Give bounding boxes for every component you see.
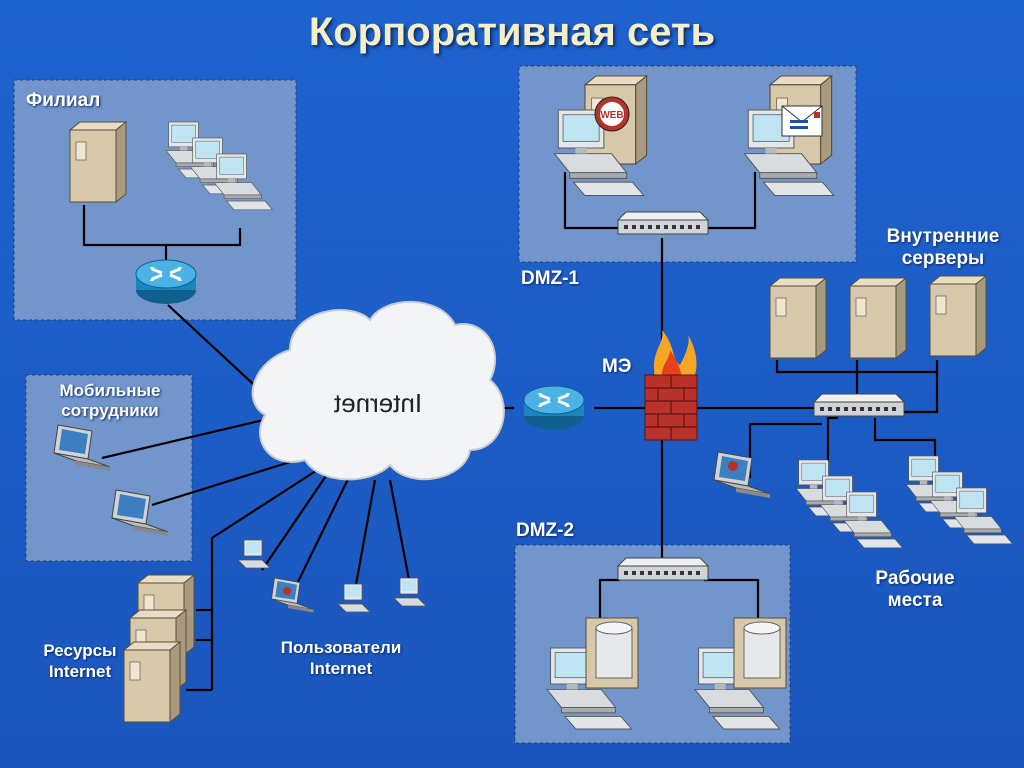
- internal-laptop: [713, 451, 771, 499]
- dmz1-switch: [617, 211, 709, 235]
- resources-label: Ресурсы Internet: [43, 641, 117, 681]
- web-server: WEB: [554, 75, 648, 196]
- dmz2-label: DMZ-2: [516, 520, 575, 541]
- internet-resource-server-3: [123, 641, 181, 723]
- firewall-icon: [644, 330, 698, 441]
- internet-user-pc-1: [237, 539, 271, 569]
- internet-user-pc-3: [393, 577, 427, 607]
- connection-lines: [82, 172, 939, 692]
- firewall-label: МЭ: [602, 356, 632, 377]
- dmz2-switch: [617, 557, 709, 581]
- internet-user-laptop: [271, 577, 314, 613]
- edge-router: [522, 384, 586, 432]
- page-title: Корпоративная сеть: [308, 10, 716, 54]
- branch-router: [134, 258, 198, 306]
- branch-server: [69, 121, 127, 203]
- internal-server-3: [929, 275, 987, 357]
- internal-servers-label: Внутренние серверы: [886, 226, 1000, 269]
- dmz1-label: DMZ-1: [521, 268, 580, 289]
- workstations-label: Рабочие места: [875, 568, 955, 611]
- internet-cloud: Internet: [251, 300, 505, 481]
- users-label: Пользователи Internet: [280, 638, 402, 678]
- workstations-group-2: [906, 456, 1012, 544]
- internet-user-pc-2: [337, 583, 371, 613]
- mobile-label: Мобильные сотрудники: [59, 381, 161, 420]
- cloud-label: Internet: [333, 388, 422, 418]
- branch-label: Филиал: [26, 90, 101, 111]
- internal-switch: [813, 393, 905, 417]
- internal-server-2: [849, 277, 907, 359]
- internal-server-1: [769, 277, 827, 359]
- workstations-group-1: [796, 460, 902, 548]
- mail-server: [744, 75, 835, 196]
- web-badge: WEB: [600, 110, 623, 121]
